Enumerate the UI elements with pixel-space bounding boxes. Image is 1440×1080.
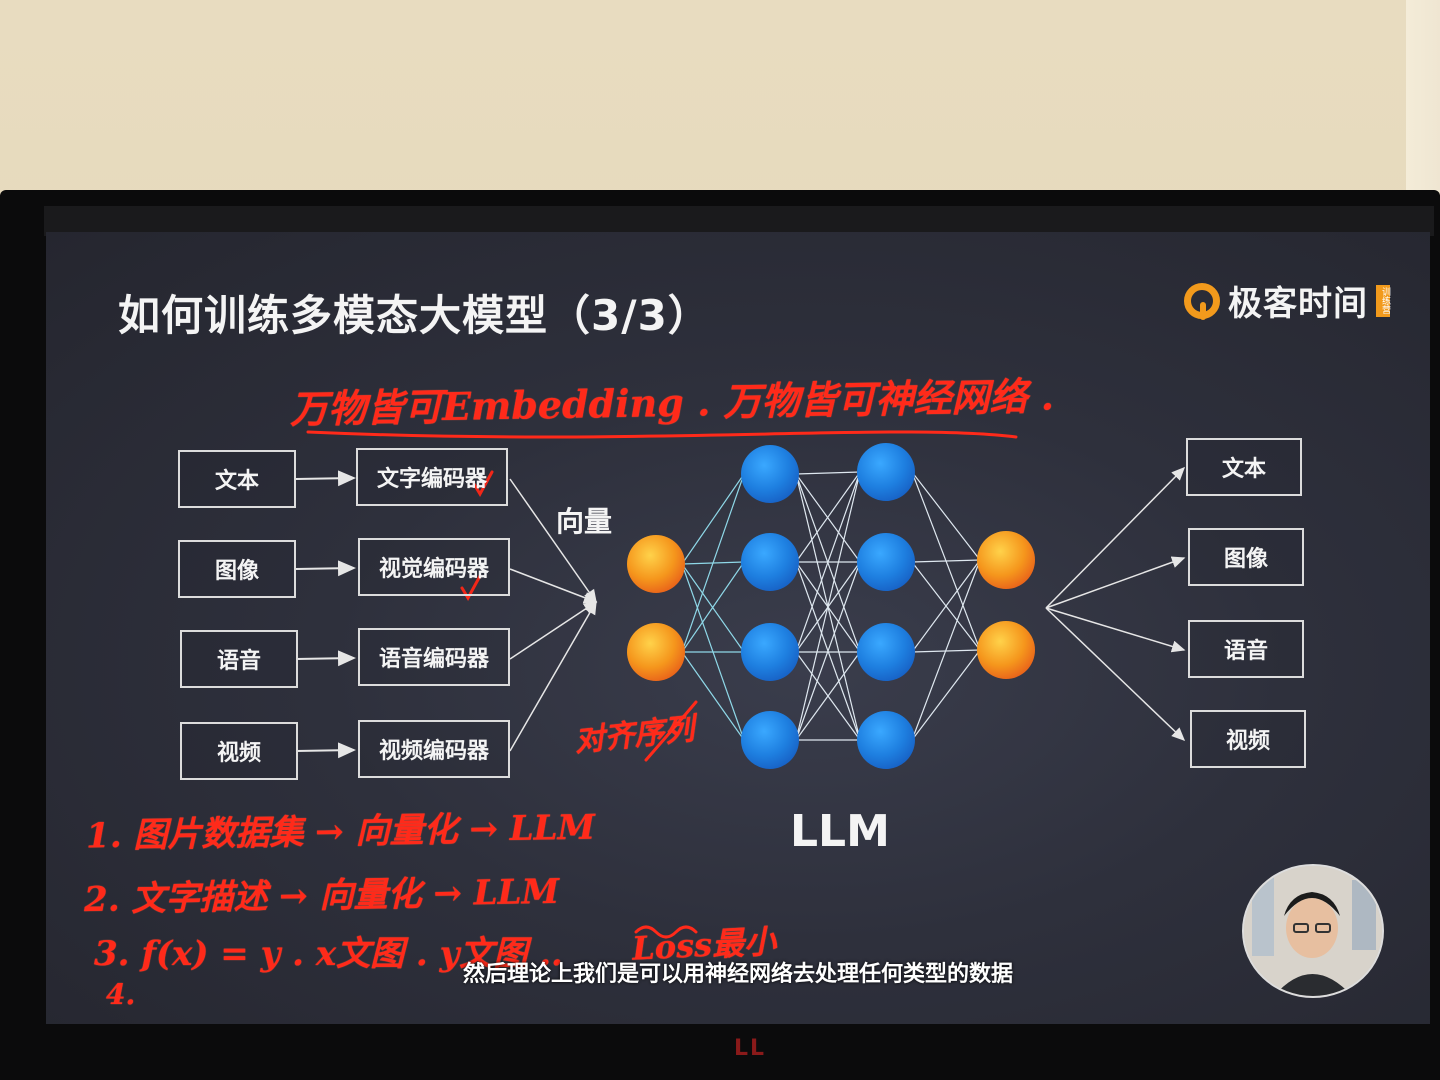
- hidden-node: [857, 623, 915, 681]
- ink-line-3: 3. f(x) = y . x文图 . y文图 ..: [94, 934, 563, 974]
- encoder-to-vector-arrow: [509, 600, 597, 752]
- input-node: [627, 535, 685, 593]
- ink-strokes: [306, 430, 1018, 939]
- hidden-node: [741, 533, 799, 591]
- input-to-encoder-arrow: [295, 560, 356, 577]
- input-to-encoder-arrow: [295, 742, 356, 759]
- logo-text: 极客时间: [1228, 284, 1368, 324]
- llm-to-output-arrow: [1045, 607, 1186, 653]
- output-box-audio: 语音: [1188, 620, 1304, 678]
- hidden-node: [741, 445, 799, 503]
- input-to-encoder-arrow: [295, 650, 356, 667]
- network-nodes: [627, 443, 1035, 769]
- input-to-encoder-arrow: [295, 470, 356, 487]
- vector-label: 向量: [556, 505, 613, 538]
- encoder-box-text: 文字编码器: [356, 448, 508, 506]
- network-connection: [795, 471, 861, 653]
- brand-logo: 极客时间 训练营: [1184, 276, 1390, 325]
- hidden-node: [857, 711, 915, 769]
- slide-title: 如何训练多模态大模型（3/3）: [118, 291, 711, 340]
- output-box-image: 图像: [1188, 528, 1304, 586]
- network-diagram: [295, 430, 1186, 939]
- input-box-text: 文本: [178, 450, 296, 508]
- network-connection: [911, 559, 981, 741]
- ink-check-2: [460, 574, 482, 602]
- network-edges: [295, 466, 1186, 759]
- hidden-node: [857, 443, 915, 501]
- output-node: [977, 531, 1035, 589]
- hidden-node: [741, 711, 799, 769]
- encoder-box-vision: 视觉编码器: [358, 538, 510, 596]
- encoder-box-video: 视频编码器: [358, 720, 510, 778]
- output-box-video: 视频: [1190, 710, 1306, 768]
- video-subtitle: 然后理论上我们是可以用神经网络去处理任何类型的数据: [462, 962, 1013, 987]
- ink-alignment-arrow: [644, 700, 698, 762]
- presenter-webcam: [1242, 864, 1384, 998]
- llm-to-output-arrow: [1045, 556, 1186, 609]
- network-connection: [681, 473, 745, 653]
- hidden-node: [741, 623, 799, 681]
- ink-loss-wave: [634, 925, 698, 939]
- monitor-brand: LL: [734, 1036, 767, 1061]
- output-box-text: 文本: [1186, 438, 1302, 496]
- wall-edge: [1406, 0, 1440, 200]
- network-connection: [681, 473, 745, 565]
- network-connection: [911, 559, 981, 563]
- network-connection: [795, 651, 861, 741]
- ink-line-2: 2. 文字描述 → 向量化 → LLM: [83, 871, 560, 921]
- llm-to-output-arrow: [1045, 466, 1186, 609]
- output-node: [977, 621, 1035, 679]
- network-connection: [795, 471, 861, 741]
- network-connection: [681, 561, 745, 653]
- network-connection: [795, 471, 861, 563]
- network-connection: [681, 651, 745, 741]
- hidden-node: [857, 533, 915, 591]
- logo-tag: 训练营: [1376, 284, 1390, 317]
- monitor-bezel-strip: [44, 206, 1434, 236]
- encoder-to-vector-arrow: [509, 478, 597, 604]
- input-box-video: 视频: [180, 722, 298, 780]
- network-connection: [795, 561, 861, 741]
- input-box-audio: 语音: [180, 630, 298, 688]
- slide-screen: 如何训练多模态大模型（3/3） 极客时间 训练营: [46, 232, 1430, 1024]
- encoder-box-audio: 语音编码器: [358, 628, 510, 686]
- ink-underline: [306, 430, 1018, 439]
- network-connection: [911, 559, 981, 653]
- input-box-image: 图像: [178, 540, 296, 598]
- encoder-to-vector-arrow: [509, 601, 598, 660]
- presenter-avatar-icon: [1244, 866, 1382, 996]
- llm-label: LLM: [790, 806, 890, 857]
- input-node: [627, 623, 685, 681]
- ink-check-1: [472, 470, 494, 498]
- logo-icon: [1184, 282, 1220, 320]
- network-connection: [911, 471, 981, 561]
- ink-line-1: 1. 图片数据集 → 向量化 → LLM: [85, 807, 596, 857]
- network-connection: [911, 649, 981, 741]
- encoder-to-vector-arrow: [509, 568, 598, 604]
- ink-line-4: 4.: [106, 978, 136, 1011]
- llm-to-output-arrow: [1045, 607, 1186, 742]
- network-connection: [795, 471, 861, 475]
